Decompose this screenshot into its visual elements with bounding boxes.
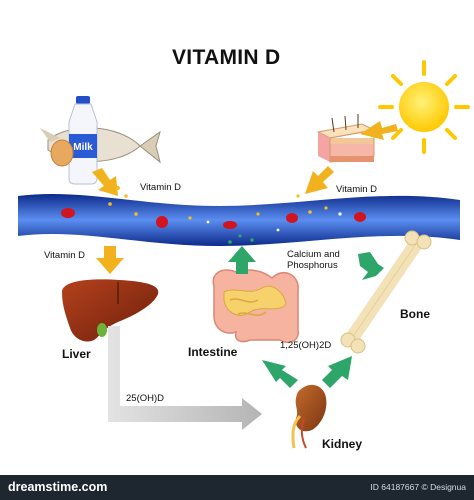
intestine-label: Intestine — [188, 345, 238, 359]
liver-icon — [62, 279, 159, 342]
calcitriol-label: 1,25(OH)2D — [280, 340, 332, 351]
milk-label: Milk — [73, 142, 93, 153]
skin-icon — [316, 114, 376, 163]
blood-vessel — [18, 193, 460, 246]
skin-to-vessel-arrow — [305, 166, 334, 194]
kidney-to-bone-arrow — [322, 356, 352, 388]
footer-bar: dreamstime.com ID 64187667 © Designua — [0, 475, 474, 500]
calcium-phosphorus-label: Calcium and Phosphorus — [287, 249, 340, 271]
intestine-to-vessel-arrow — [228, 246, 256, 274]
kidney-label: Kidney — [322, 437, 363, 451]
kidney-to-intestine-arrow — [262, 360, 298, 388]
vitamin-d-particles — [108, 186, 342, 232]
vitamin-d-food-label: Vitamin D — [140, 182, 182, 193]
intestine-icon — [212, 269, 299, 344]
sun-to-skin-arrow — [360, 121, 398, 140]
milk-bottle-icon: Milk — [68, 96, 98, 185]
footer-brand[interactable]: dreamstime.com — [8, 480, 108, 494]
page-title: VITAMIN D — [172, 46, 281, 69]
sun-icon — [378, 60, 470, 154]
liver-label: Liver — [62, 347, 91, 361]
vessel-to-liver-arrow — [96, 246, 124, 274]
blood-cells — [61, 208, 366, 229]
vitamin-d-skin-label: Vitamin D — [336, 184, 378, 195]
liver-to-kidney-arrow — [108, 326, 262, 430]
egg-icon — [50, 139, 74, 167]
bone-icon — [340, 230, 432, 354]
vitamin-d-liver-label: Vitamin D — [44, 250, 86, 261]
kidney-icon — [291, 384, 327, 449]
bone-label: Bone — [400, 307, 430, 321]
food-to-vessel-arrow — [92, 168, 118, 196]
calcidiol-label: 25(OH)D — [126, 393, 165, 404]
footer-image-id: ID 64187667 © Designua — [370, 482, 466, 492]
bone-to-vessel-arrow — [358, 252, 384, 280]
calcium-particles — [228, 234, 358, 248]
diagram-canvas: Milk — [18, 60, 470, 449]
